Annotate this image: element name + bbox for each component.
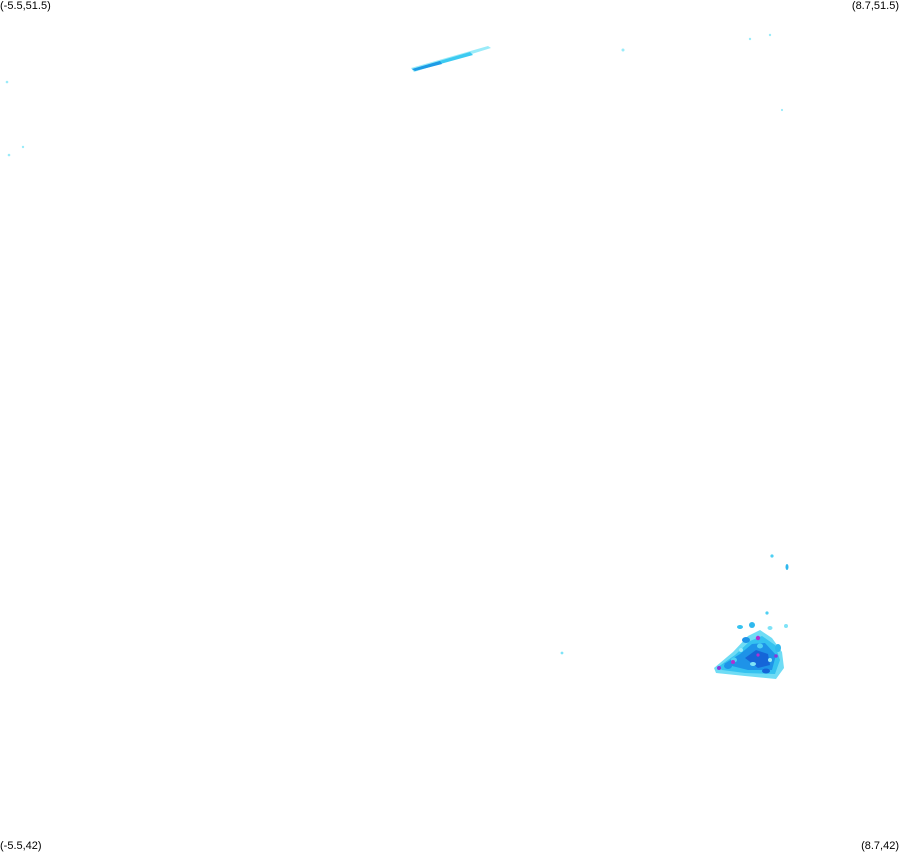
corner-label-top-left: (-5.5,51.5) bbox=[0, 0, 51, 12]
corner-label-bottom-left: (-5.5,42) bbox=[0, 840, 42, 852]
scattered-specks bbox=[5, 33, 789, 655]
corner-label-top-right: (8.7,51.5) bbox=[851, 0, 899, 12]
corner-label-bottom-right: (8.7,42) bbox=[861, 840, 899, 852]
southern-cluster bbox=[714, 622, 784, 679]
northern-streak bbox=[411, 46, 491, 72]
